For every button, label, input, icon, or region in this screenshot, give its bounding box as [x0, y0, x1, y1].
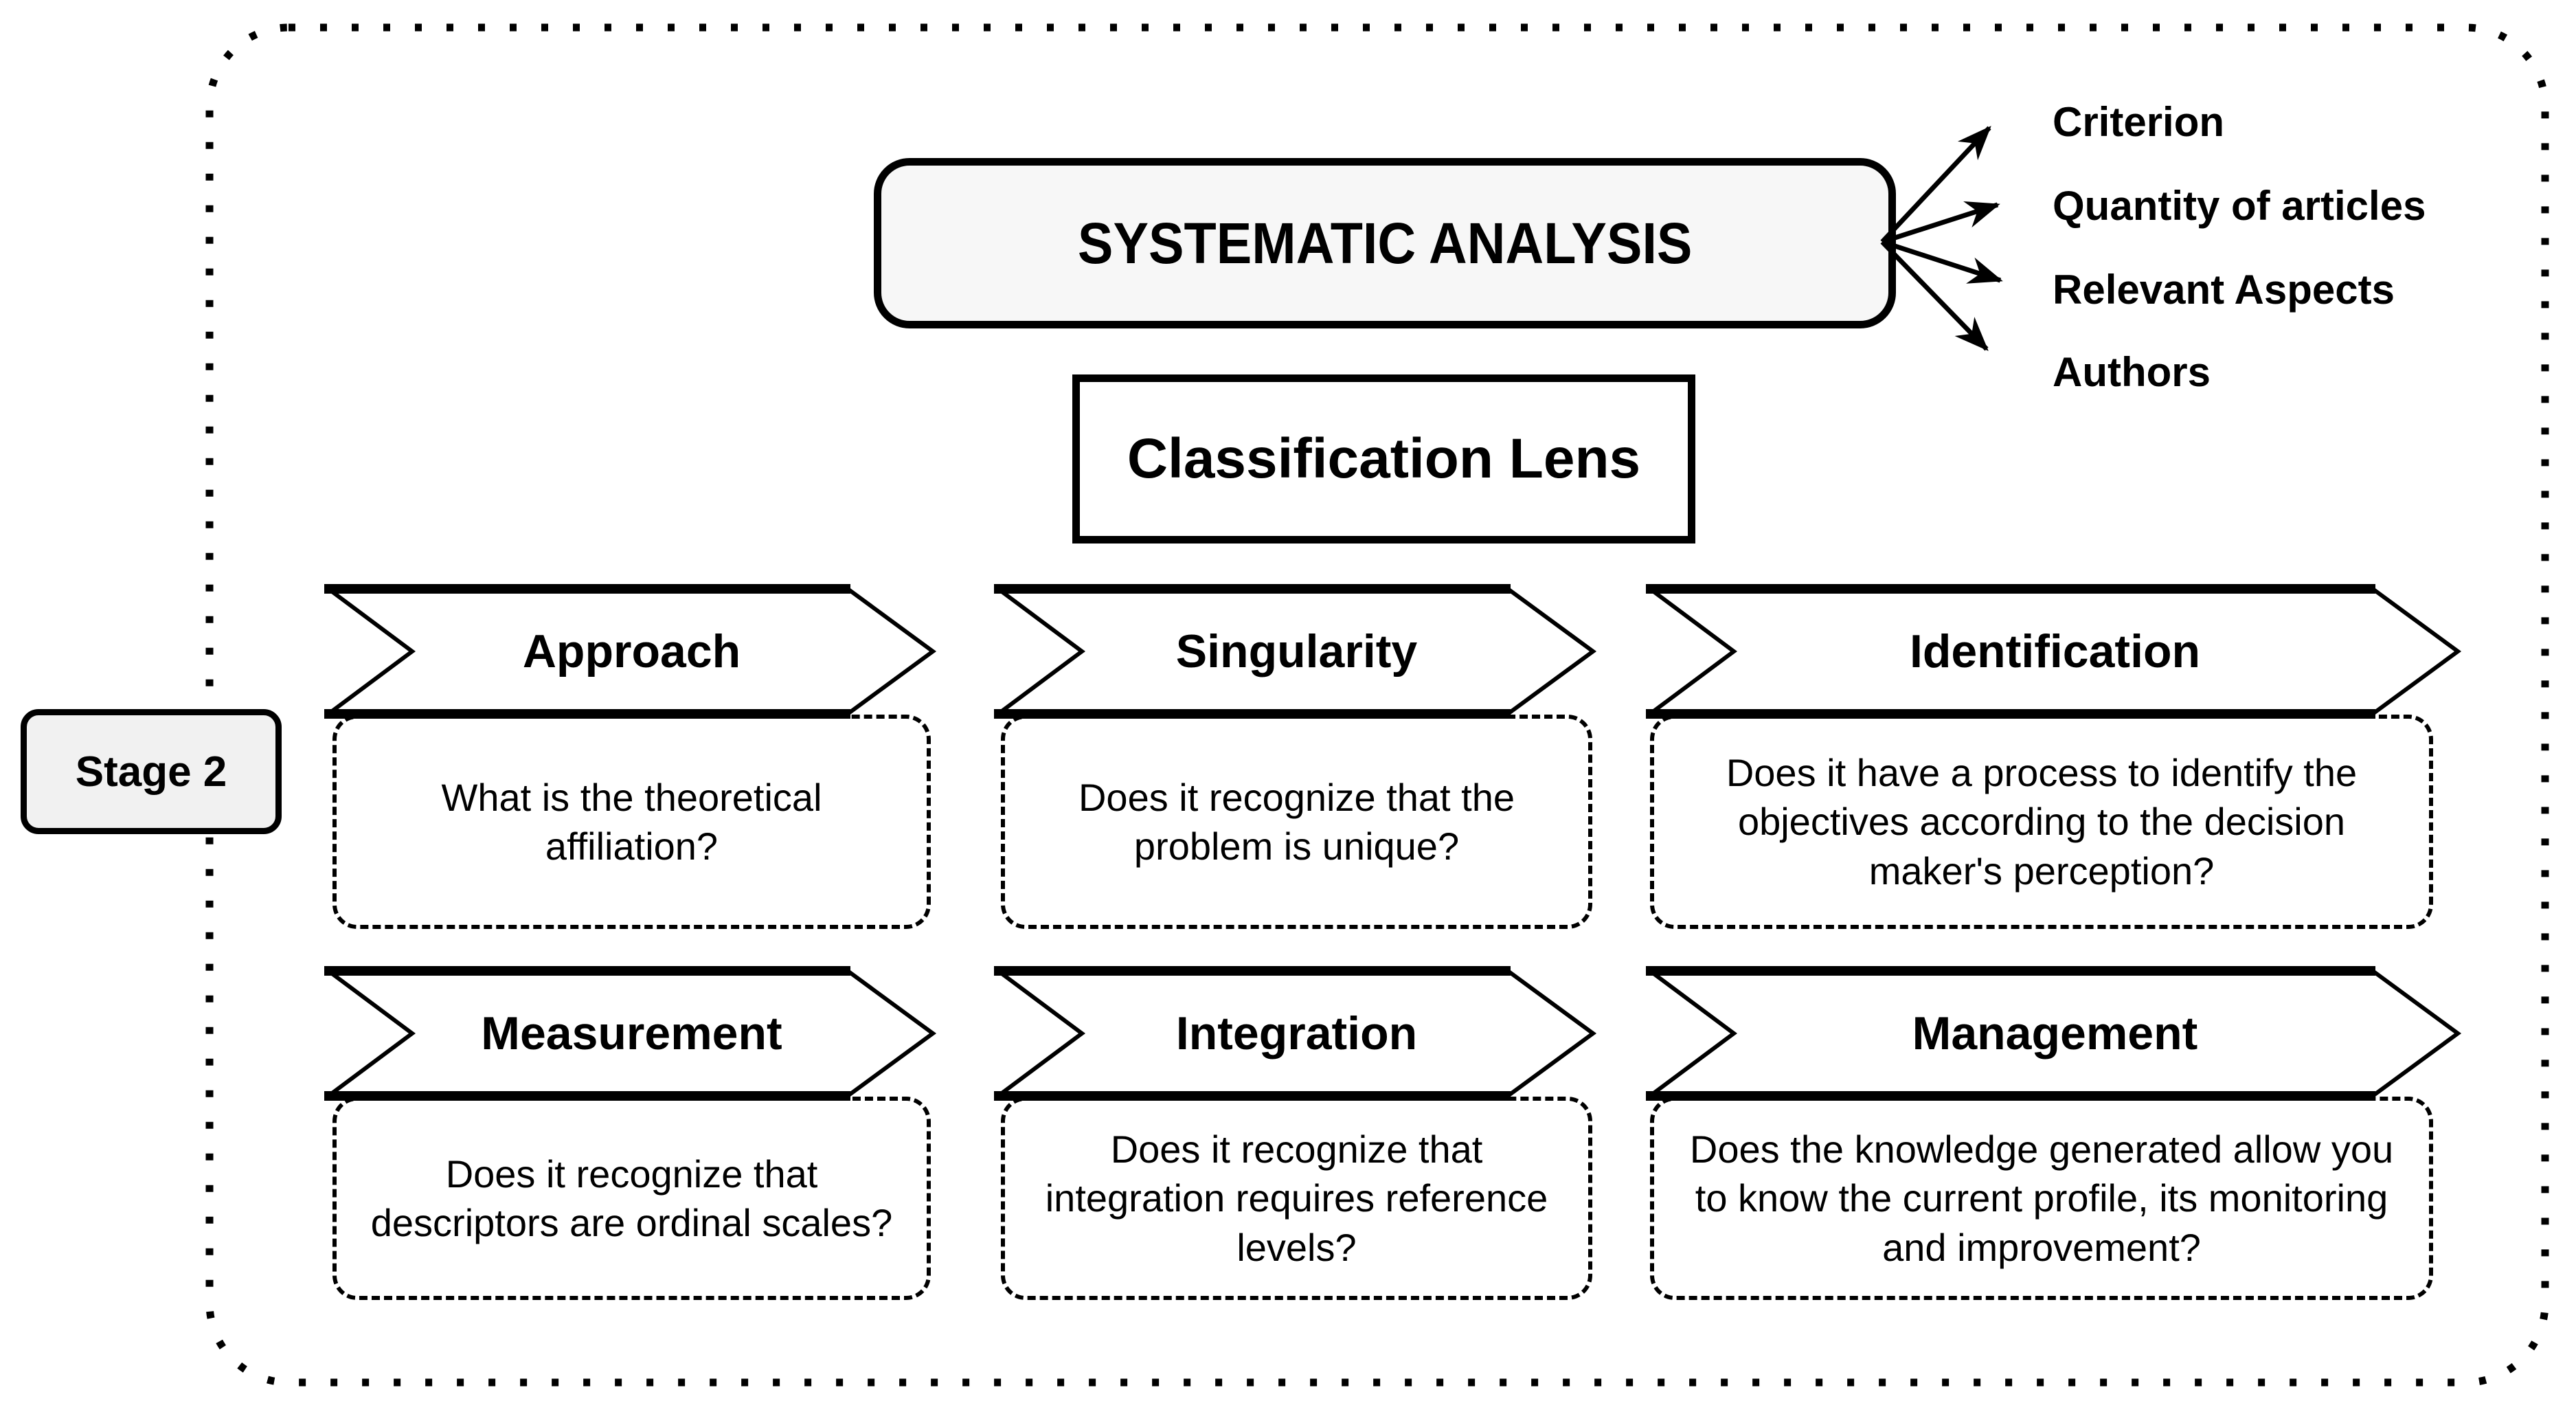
question-text: Does it recognize that descriptors are o… [370, 1152, 893, 1244]
stage-badge-label: Stage 2 [75, 748, 227, 796]
banner-label: Identification [1909, 625, 2201, 677]
arrow-to-quantity [1881, 201, 2000, 245]
question-box-management: Does the knowledge generated allow you t… [1650, 1097, 2433, 1300]
banner-label: Approach [522, 625, 741, 677]
banner-measurement: Measurement [324, 965, 939, 1102]
arrow-to-authors [1880, 240, 1989, 351]
fan-arrow-lines [1880, 126, 2003, 351]
banner-approach: Approach [324, 583, 939, 720]
banner-label: Measurement [481, 1007, 782, 1060]
output-label-relevant-aspects: Relevant Aspects [2053, 267, 2395, 313]
question-box-approach: What is the theoretical affiliation? [332, 715, 931, 929]
question-box-singularity: Does it recognize that the problem is un… [1001, 715, 1592, 929]
banner-identification: Identification [1646, 583, 2464, 720]
output-label-criterion: Criterion [2053, 99, 2225, 145]
banner-singularity: Singularity [994, 583, 1599, 720]
classification-lens-title: Classification Lens [1127, 427, 1641, 490]
question-box-identification: Does it have a process to identify the o… [1650, 715, 2433, 929]
question-text: Does the knowledge generated allow you t… [1689, 1128, 2394, 1269]
banner-management: Management [1646, 965, 2464, 1102]
question-box-integration: Does it recognize that integration requi… [1001, 1097, 1592, 1300]
banner-label: Management [1912, 1007, 2198, 1060]
output-label-quantity: Quantity of articles [2053, 183, 2426, 229]
arrow-to-relevant-aspects [1881, 239, 2003, 284]
systematic-analysis-title: SYSTEMATIC ANALYSIS [1077, 210, 1693, 276]
stage-badge: Stage 2 [21, 709, 282, 834]
question-text: What is the theoretical affiliation? [441, 775, 822, 868]
arrow-to-criterion [1880, 126, 1991, 244]
question-text: Does it have a process to identify the o… [1726, 751, 2358, 893]
banner-label: Integration [1175, 1007, 1418, 1060]
classification-lens-box: Classification Lens [1072, 374, 1695, 543]
systematic-analysis-box: SYSTEMATIC ANALYSIS [874, 158, 1896, 328]
question-text: Does it recognize that integration requi… [1045, 1128, 1548, 1269]
output-label-authors: Authors [2053, 349, 2211, 395]
banner-label: Singularity [1175, 625, 1418, 677]
question-box-measurement: Does it recognize that descriptors are o… [332, 1097, 931, 1300]
question-text: Does it recognize that the problem is un… [1078, 775, 1515, 868]
banner-integration: Integration [994, 965, 1599, 1102]
